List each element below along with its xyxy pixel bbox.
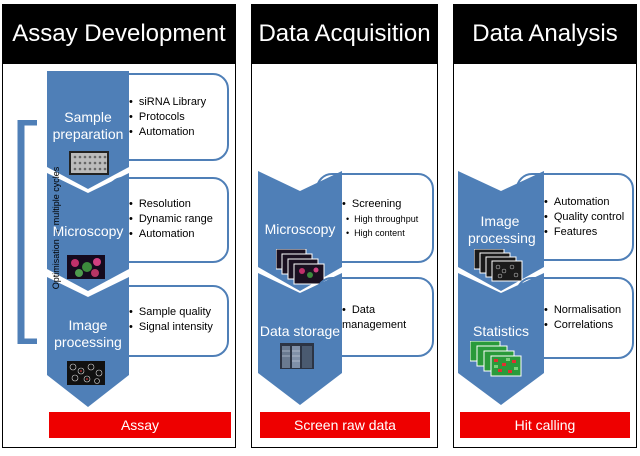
column-title: Assay Development [2,4,236,64]
footer-bar: Assay [49,412,231,438]
sub-bullet-item: High throughput [346,212,418,226]
bullet-item: Normalisation [544,303,621,318]
chevron-statistics [458,273,544,405]
footer-bar: Hit calling [460,412,630,438]
image-stack-thumbnail [275,248,328,290]
bullet-item: Screening [342,197,418,212]
column-data-acquisition: Data Acquisition Screening High throughp… [251,4,438,448]
bullet-item: Signal intensity [129,320,213,335]
bullet-item: Automation [129,125,206,140]
bullet-list: siRNA Library Protocols Automation [129,95,206,140]
optimisation-cycle-bracket [13,118,37,346]
bullet-list: Automation Quality control Features [544,195,624,240]
bullet-list: Screening High throughput High content [342,197,418,240]
sub-bullet-item: High content [346,226,418,240]
microscopy-image-thumbnail [67,255,105,284]
cycle-label: Optimisation → multiple cycles [51,166,61,290]
processed-image-thumbnail [67,361,105,390]
bullet-item: Quality control [544,210,624,225]
step-label: Microscopy [52,223,124,239]
column-assay-development: Assay Development siRNA Library Protocol… [2,4,236,448]
bullet-item: Automation [129,227,213,242]
step-label: Image processing [468,213,536,246]
step-label: Microscopy [264,221,336,237]
bullet-item: Correlations [544,318,621,333]
bullet-list: Normalisation Correlations [544,303,621,333]
chevron-data-storage [258,273,342,405]
column-title: Data Acquisition [251,4,438,64]
plate-thumbnail [69,151,109,180]
bullet-item: Automation [544,195,624,210]
heatmap-stack-thumbnail [469,340,526,386]
bullet-item: Protocols [129,110,206,125]
bullet-item: Data management [342,303,426,333]
bullet-list: Data management [342,303,426,333]
bullet-item: siRNA Library [129,95,206,110]
image-stack-thumbnail [473,248,526,288]
bullet-item: Sample quality [129,305,213,320]
step-label: Image processing [54,317,122,350]
step-label: Sample preparation [52,109,124,142]
column-data-analysis: Data Analysis Automation Quality control… [453,4,637,448]
bullet-list: Sample quality Signal intensity [129,305,213,335]
bullet-list: Resolution Dynamic range Automation [129,197,213,242]
bullet-item: Dynamic range [129,212,213,227]
footer-bar: Screen raw data [260,412,430,438]
step-label: Statistics [472,323,529,339]
bullet-item: Features [544,225,624,240]
step-label: Data storage [259,323,341,339]
column-title: Data Analysis [453,4,637,64]
server-room-thumbnail [280,343,314,374]
bullet-item: Resolution [129,197,213,212]
